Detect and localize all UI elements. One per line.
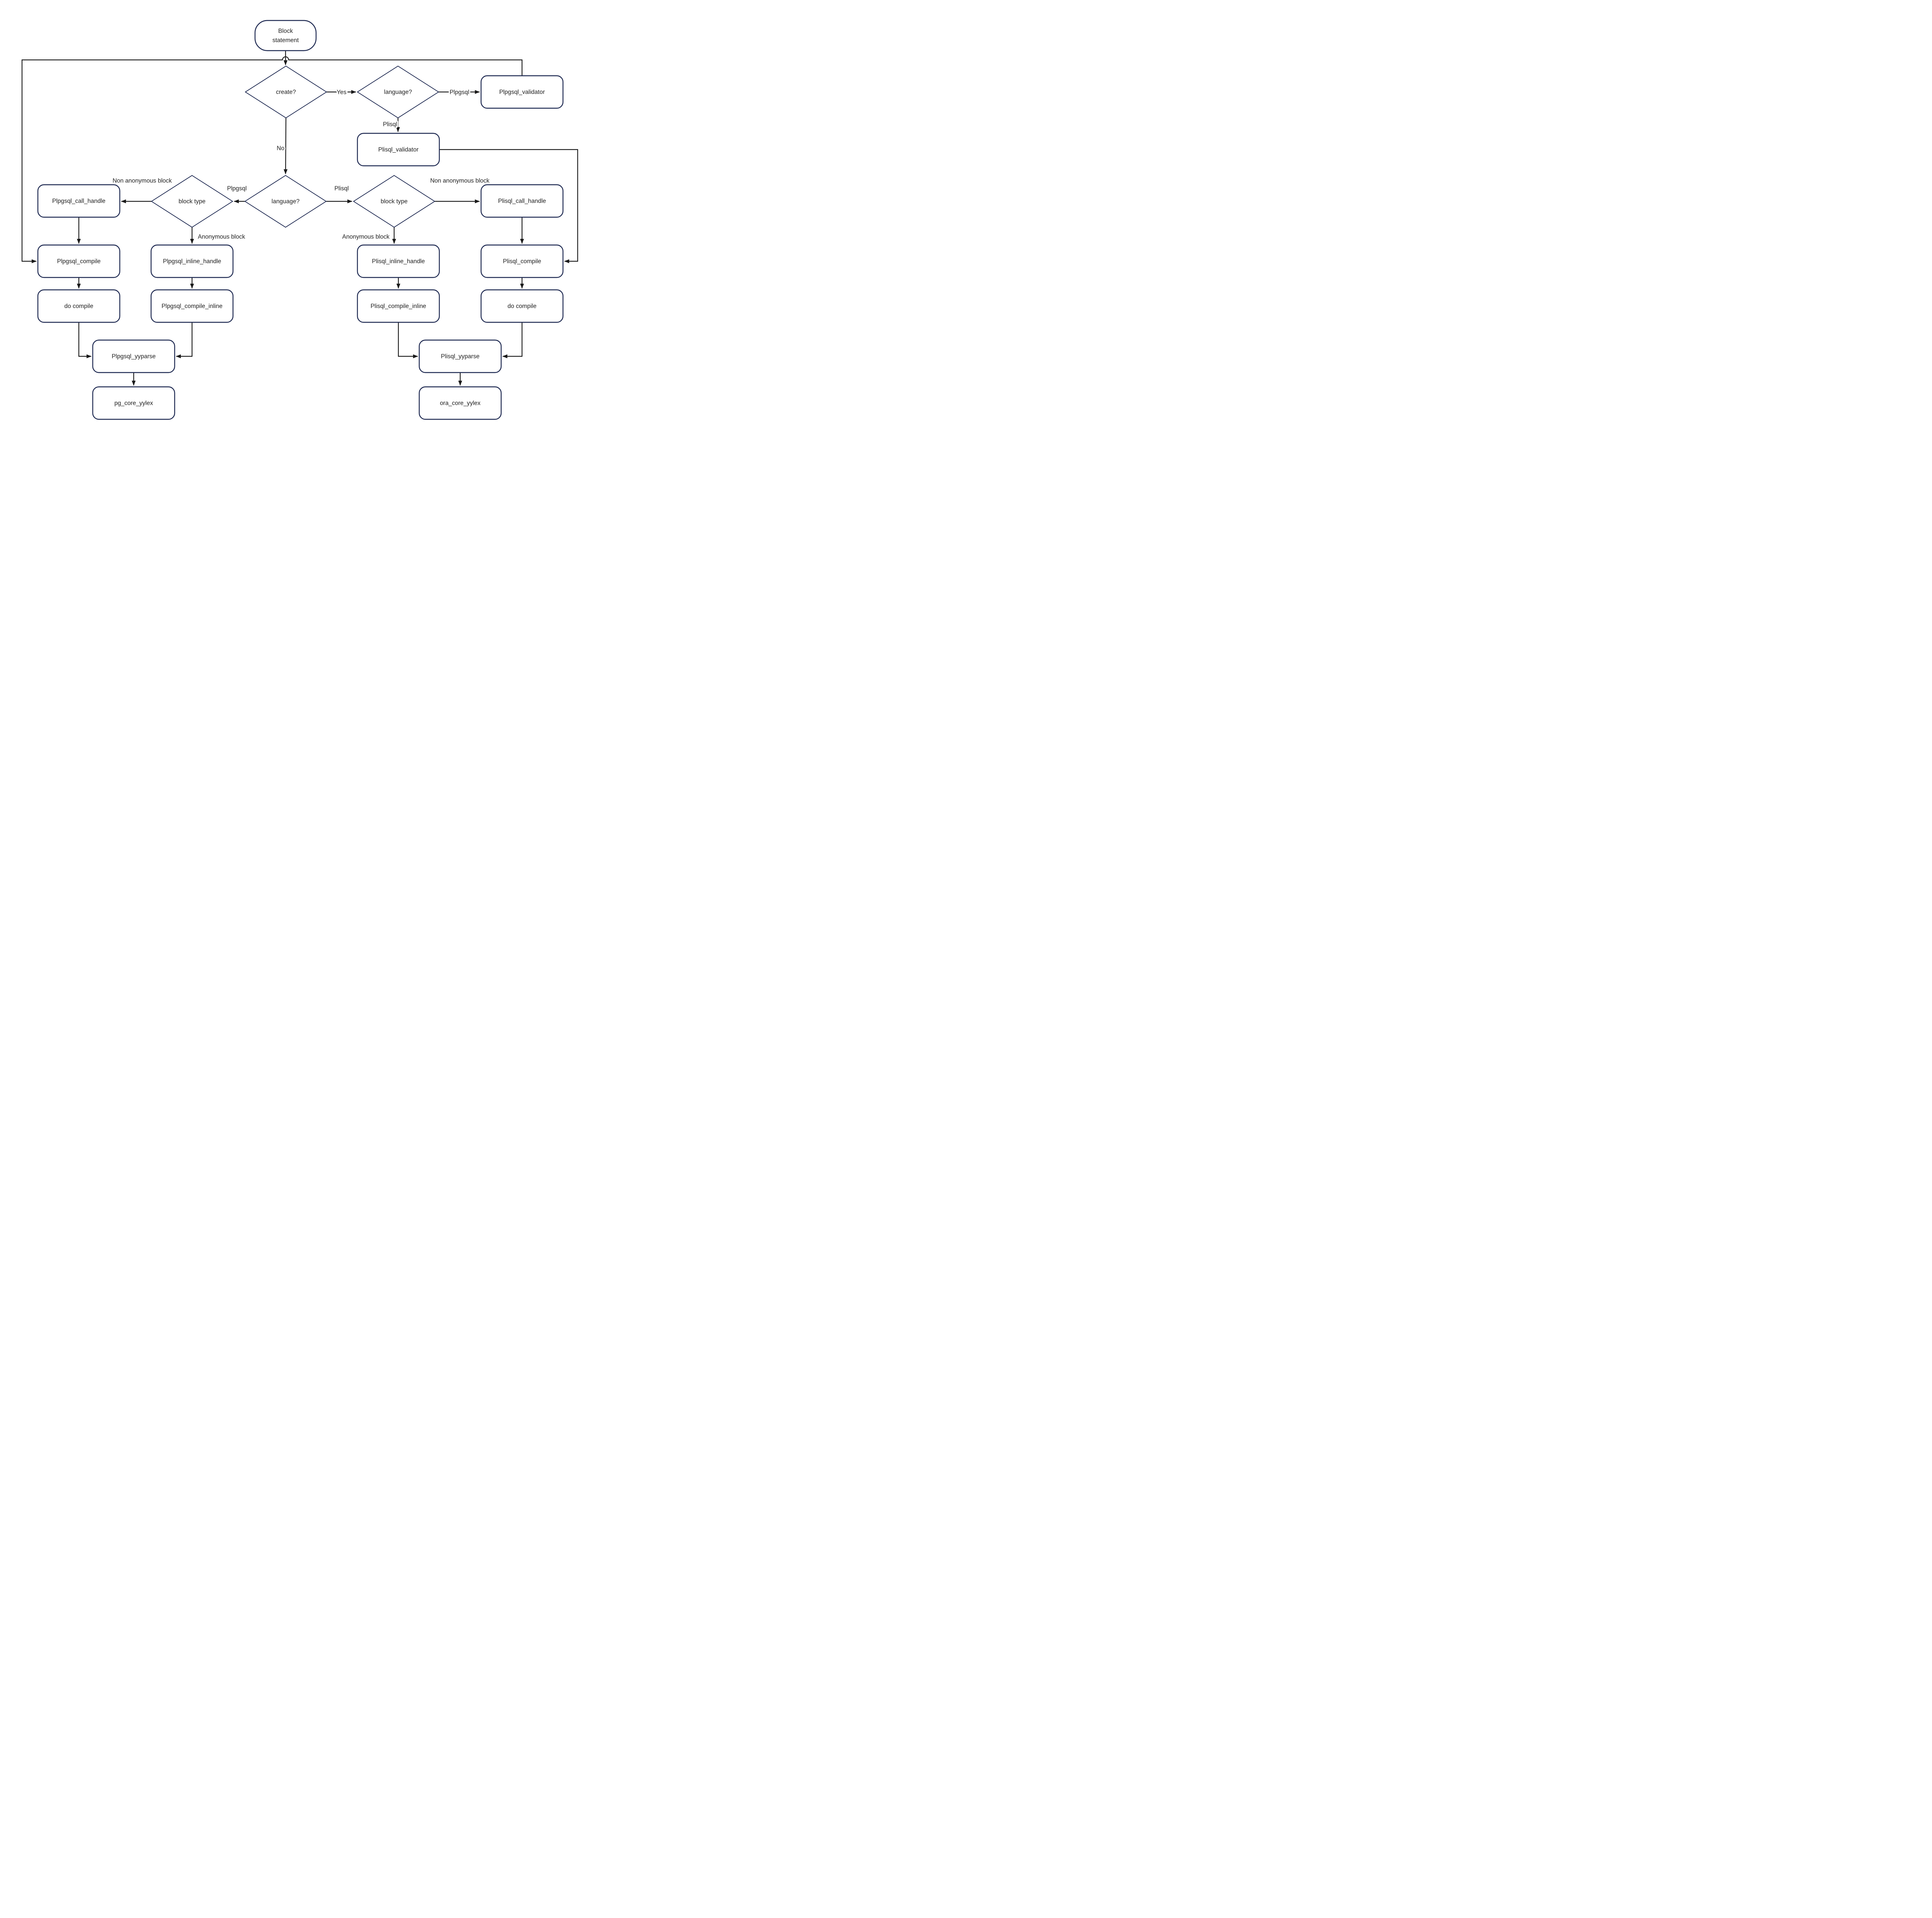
plisql-compile-shape	[480, 244, 564, 278]
plpgsql-validator-shape	[480, 75, 564, 109]
do-compile-pg-shape	[37, 289, 121, 323]
node-ora-core-yylex: ora_core_yylex	[418, 386, 502, 420]
pg-core-yylex-label: pg_core_yylex	[114, 400, 153, 407]
edge-line-pg-compileinline-to-yyparse	[176, 322, 193, 358]
pg-core-yylex-shape	[92, 386, 175, 420]
ora-core-yylex-shape	[418, 386, 502, 420]
edge-pg-do-to-yyparse	[78, 322, 92, 358]
create-shape	[245, 65, 327, 119]
node-do-compile-ora: do compile	[480, 289, 564, 323]
edge-label-blocktype-pg-nonanon: Non anonymous block	[112, 178, 172, 184]
plpgsql-call-handle-shape	[37, 184, 121, 218]
edge-label-language-plisql: Plisql	[383, 121, 397, 128]
edge-ora-compileinline-to-yyparse	[398, 322, 418, 358]
node-block-type-plpgsql: block type	[151, 175, 233, 228]
node-plisql-call-handle: Plisql_call_handle	[480, 184, 564, 218]
node-plisql-inline-handle: Plisql_inline_handle	[357, 244, 440, 278]
node-plisql-compile-inline: Plisql_compile_inline	[357, 289, 440, 323]
block-type-plpgsql-label: block type	[179, 198, 206, 205]
edge-label-create-yes: Yes	[337, 89, 347, 96]
block-type-plpgsql-shape	[151, 175, 233, 228]
plpgsql-inline-handle-label: Plpgsql_inline_handle	[163, 258, 221, 265]
edge-label-blocktype-ora-nonanon: Non anonymous block	[430, 178, 490, 184]
edge-label-create-no: No	[277, 145, 284, 152]
plpgsql-validator-label: Plpgsql_validator	[499, 89, 545, 95]
plpgsql-yyparse-shape	[92, 339, 175, 373]
plpgsql-yyparse-label: Plpgsql_yyparse	[112, 353, 156, 360]
language-create-label: language?	[384, 89, 412, 95]
plisql-call-handle-shape	[480, 184, 564, 218]
edge-line-ora-do-to-yyparse	[502, 322, 523, 358]
edges-layer	[21, 51, 578, 386]
do-compile-pg-label: do compile	[65, 303, 94, 310]
node-plpgsql-compile: Plpgsql_compile	[37, 244, 121, 278]
language-do-label: language?	[272, 198, 300, 205]
language-do-shape	[244, 175, 327, 228]
edge-line-pg-validator-to-compile	[21, 56, 523, 263]
plisql-validator-shape	[357, 133, 440, 167]
edge-label-blocktype-ora-anon: Anonymous block	[342, 234, 390, 240]
plisql-yyparse-label: Plisql_yyparse	[441, 353, 480, 360]
node-pg-core-yylex: pg_core_yylex	[92, 386, 175, 420]
block-type-plisql-shape	[353, 175, 435, 228]
plisql-yyparse-shape	[418, 339, 502, 373]
plisql-call-handle-label: Plisql_call_handle	[498, 198, 546, 204]
node-do-compile-pg: do compile	[37, 289, 121, 323]
edge-line-ora-compileinline-to-yyparse	[398, 322, 418, 358]
node-language-create: language?	[357, 65, 439, 119]
create-label: create?	[276, 89, 296, 95]
plisql-inline-handle-label: Plisql_inline_handle	[372, 258, 425, 265]
plisql-validator-label: Plisql_validator	[378, 146, 418, 153]
block-type-plisql-label: block type	[381, 198, 408, 205]
edge-line-pg-do-to-yyparse	[78, 322, 92, 358]
node-block-type-plisql: block type	[353, 175, 435, 228]
plpgsql-compile-inline-label: Plpgsql_compile_inline	[162, 303, 223, 310]
block-statement-shape	[254, 20, 317, 51]
node-plisql-yyparse: Plisql_yyparse	[418, 339, 502, 373]
edge-label-blocktype-pg-anon: Anonymous block	[198, 234, 245, 240]
edge-label-language2-plpgsql: Plpgsql	[227, 186, 247, 192]
edge-pg-compileinline-to-yyparse	[176, 322, 193, 358]
node-plpgsql-compile-inline: Plpgsql_compile_inline	[150, 289, 234, 323]
do-compile-ora-shape	[480, 289, 564, 323]
plisql-inline-handle-shape	[357, 244, 440, 278]
node-create: create?	[245, 65, 327, 119]
node-plisql-compile: Plisql_compile	[480, 244, 564, 278]
node-plpgsql-call-handle: Plpgsql_call_handle	[37, 184, 121, 218]
plpgsql-compile-inline-shape	[150, 289, 234, 323]
edge-pg-validator-to-compile	[21, 56, 523, 263]
node-plisql-validator: Plisql_validator	[357, 133, 440, 167]
edge-ora-validator-to-compile	[439, 149, 578, 263]
do-compile-ora-label: do compile	[508, 303, 537, 310]
edge-label-language2-plisql: Plisql	[334, 186, 349, 192]
language-create-shape	[357, 65, 439, 119]
node-plpgsql-inline-handle: Plpgsql_inline_handle	[150, 244, 234, 278]
plisql-compile-inline-label: Plisql_compile_inline	[371, 303, 426, 310]
ora-core-yylex-label: ora_core_yylex	[440, 400, 480, 407]
edge-label-language-plpgsql: Plpgsql	[450, 89, 469, 96]
plpgsql-compile-label: Plpgsql_compile	[57, 258, 101, 265]
node-plpgsql-validator: Plpgsql_validator	[480, 75, 564, 109]
node-plpgsql-yyparse: Plpgsql_yyparse	[92, 339, 175, 373]
plpgsql-call-handle-label: Plpgsql_call_handle	[52, 198, 105, 204]
plpgsql-inline-handle-shape	[150, 244, 234, 278]
node-language-do: language?	[244, 175, 327, 228]
plisql-compile-label: Plisql_compile	[503, 258, 541, 265]
edge-ora-do-to-yyparse	[502, 322, 523, 358]
edge-line-ora-validator-to-compile	[439, 149, 578, 263]
plpgsql-compile-shape	[37, 244, 121, 278]
plisql-compile-inline-shape	[357, 289, 440, 323]
